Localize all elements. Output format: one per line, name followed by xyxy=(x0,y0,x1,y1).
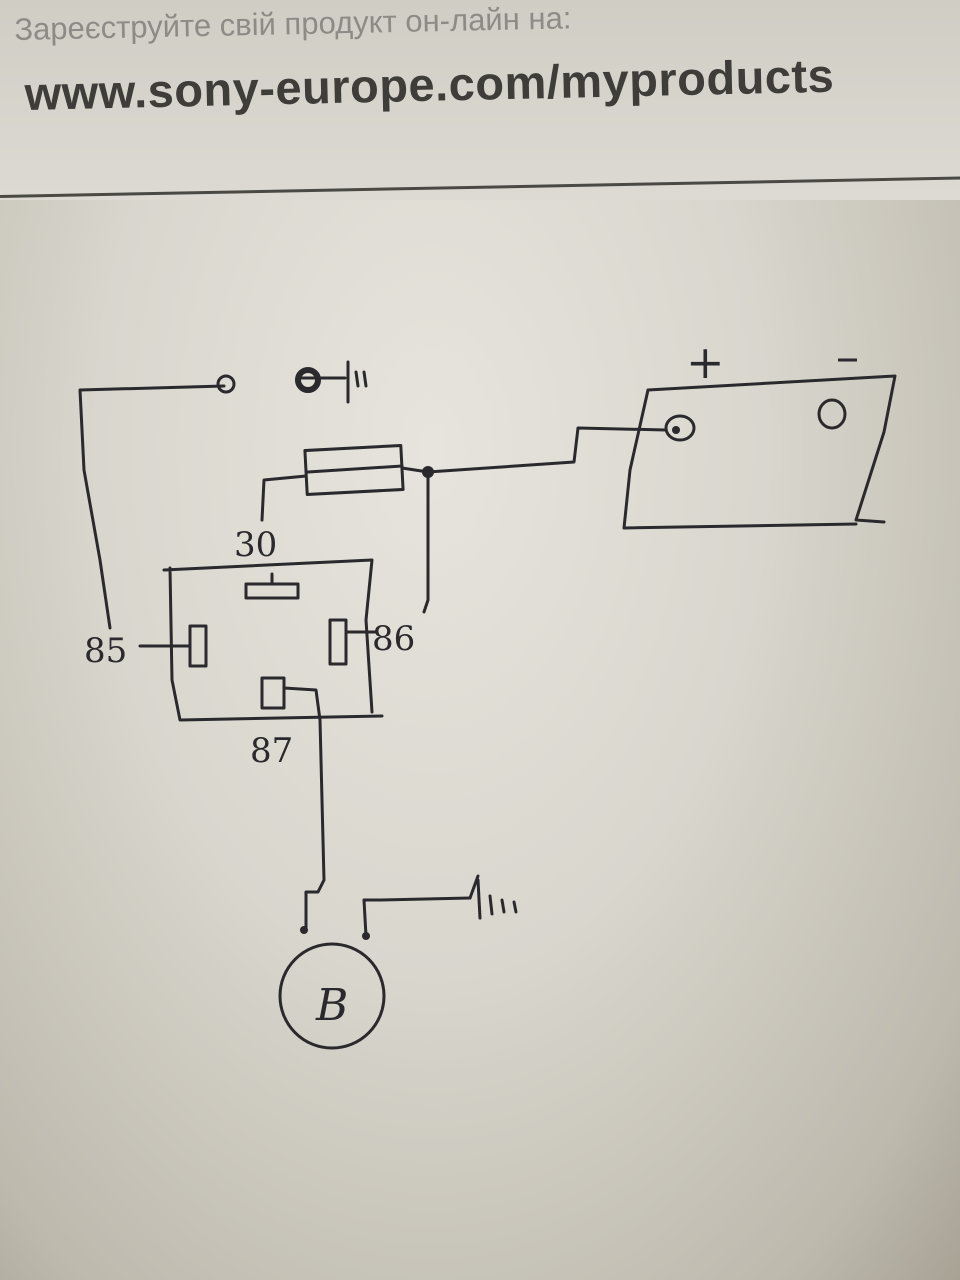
fuse-icon xyxy=(303,444,405,496)
pin-85-label: 85 xyxy=(84,631,127,671)
pin-87-label: 87 xyxy=(250,731,293,771)
pin-30-label: 30 xyxy=(234,525,277,565)
battery-plus-terminal xyxy=(664,414,696,442)
wire-switch-to-85 xyxy=(78,384,226,630)
motor-terminal-right xyxy=(362,932,370,940)
relay-contact-30 xyxy=(244,572,300,600)
wire-fuse-to-30 xyxy=(260,474,308,522)
relay-contact-86 xyxy=(328,618,378,666)
printed-header: Зареєструйте свій продукт он-лайн на: ww… xyxy=(0,0,960,200)
wire-junction-to-86 xyxy=(422,470,430,614)
motor-terminal-left xyxy=(300,926,308,934)
motor-icon xyxy=(278,942,386,1050)
relay-contact-85 xyxy=(138,624,208,668)
ground-icon xyxy=(468,874,518,920)
battery-minus-label: – xyxy=(836,329,859,383)
switch-icon xyxy=(216,360,368,404)
relay-contact-87 xyxy=(260,676,286,710)
battery-box xyxy=(622,374,897,530)
relay-box xyxy=(162,558,384,722)
wire-to-battery-plus xyxy=(400,426,668,474)
wire-motor-to-ground xyxy=(362,896,472,938)
battery-plus-label: + xyxy=(686,335,725,389)
pin-86-label: 86 xyxy=(372,619,415,659)
motor-label: B xyxy=(315,980,348,1031)
wire-87-to-motor xyxy=(282,686,326,932)
battery-minus-terminal xyxy=(817,398,847,430)
